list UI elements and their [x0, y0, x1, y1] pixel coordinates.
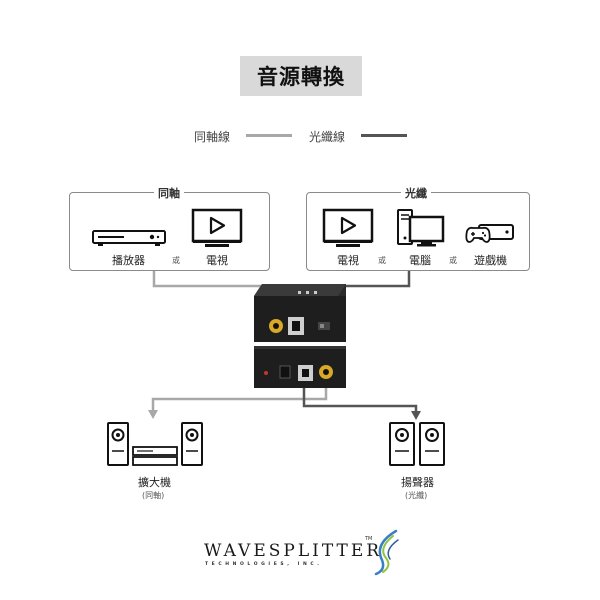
tv-icon — [191, 208, 243, 247]
brand-tm: TM — [365, 536, 373, 542]
brand-swoosh-logo — [374, 529, 399, 576]
coax-device-label-tv: 電視 — [206, 254, 228, 267]
optical-output-arrow — [411, 411, 421, 420]
coax-group-title: 同軸 — [154, 185, 184, 201]
legend-optical-line — [361, 134, 407, 137]
legend-coax-label: 同軸線 — [194, 130, 231, 144]
coax-source-group — [69, 192, 270, 271]
amplifier-label: 擴大機 — [138, 476, 171, 489]
optical-device-label-console: 遊戲機 — [474, 254, 507, 267]
coax-output-line — [151, 383, 328, 412]
optical-group-title: 光纖 — [401, 185, 431, 201]
brand-name: WAVESPLITTER — [204, 541, 383, 561]
game-console-icon — [465, 224, 514, 243]
coax-or-label: 或 — [172, 256, 180, 265]
amplifier-icon — [107, 422, 203, 466]
brand-subtitle: TECHNOLOGIES, INC. — [205, 562, 323, 567]
player-icon — [92, 230, 166, 246]
optical-device-label-computer: 電腦 — [409, 254, 431, 267]
tv-icon — [322, 208, 374, 247]
legend-coax-line — [246, 134, 292, 137]
optical-or-label-1: 或 — [378, 256, 386, 265]
optical-output-line — [302, 383, 418, 413]
coax-device-label-player: 播放器 — [112, 254, 145, 267]
computer-icon — [397, 209, 445, 247]
speakers-label: 揚聲器 — [401, 476, 434, 489]
optical-device-label-tv: 電視 — [337, 254, 359, 267]
coax-output-arrow — [148, 410, 158, 419]
speakers-icon — [389, 422, 445, 466]
legend-optical-label: 光纖線 — [309, 130, 346, 144]
optical-or-label-2: 或 — [449, 256, 457, 265]
page-title: 音源轉換 — [240, 56, 362, 96]
speakers-sub-label: (光纖) — [405, 491, 428, 500]
converter-device — [254, 284, 346, 388]
amplifier-sub-label: (同軸) — [142, 491, 165, 500]
page-title-text: 音源轉換 — [257, 65, 345, 89]
